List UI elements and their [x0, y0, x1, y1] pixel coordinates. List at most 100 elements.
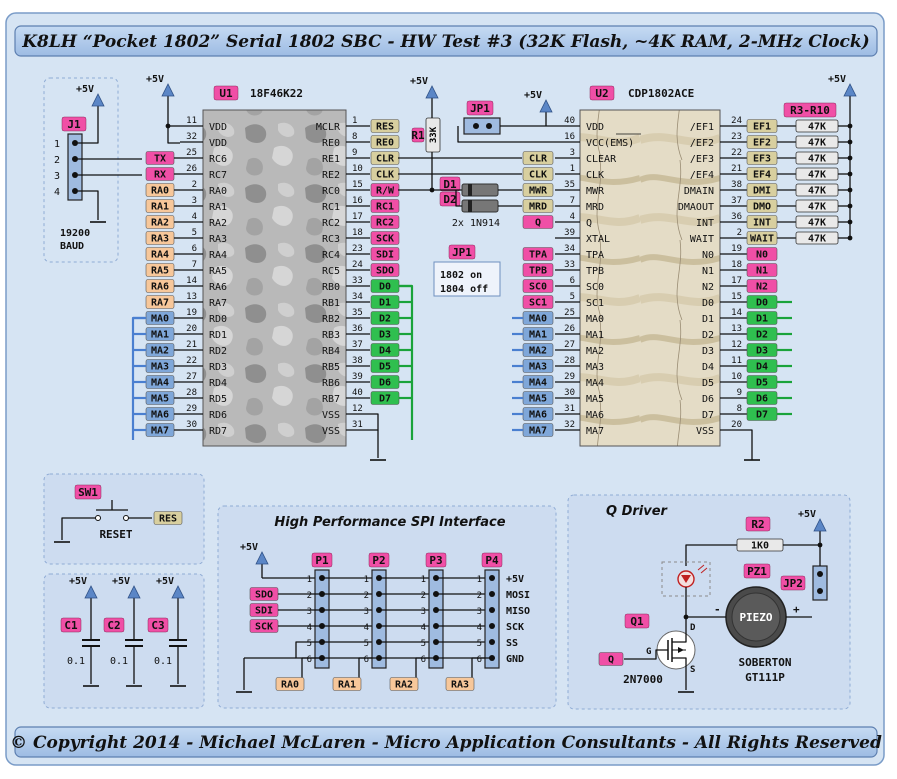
spi-title: High Performance SPI Interface [274, 515, 505, 530]
u1-right-pin-name: RB7 [322, 394, 340, 405]
mosfet-source-label: S [690, 665, 695, 675]
u1-right-pin-name: RE1 [322, 154, 340, 165]
u1-left-pin-number: 2 [192, 180, 197, 190]
u1-left-pin-name: VDD [209, 138, 227, 149]
net-tag-text: EF2 [753, 138, 771, 149]
u1-left-pin-name: RA2 [209, 218, 227, 229]
u1-right-pin-number: 39 [352, 372, 363, 382]
resistor-value: 47K [808, 218, 826, 229]
j1-pin [72, 156, 78, 162]
j1-pin [72, 172, 78, 178]
u1-right-pin-name: RB4 [322, 346, 340, 357]
u2-right-pin-name: WAIT [690, 234, 714, 245]
spi-pin-number: 6 [421, 655, 426, 665]
net-tag-text: D7 [756, 410, 768, 421]
u2-left-pin-number: 40 [564, 116, 575, 126]
u1-right-pin-number: 37 [352, 340, 363, 350]
u2-right-pin-name: D0 [702, 298, 714, 309]
u1-right-pin-name: RC5 [322, 266, 340, 277]
u1-net-ra7: RA7 [145, 295, 175, 309]
d1-band [468, 184, 472, 196]
jp1-pin [486, 123, 492, 129]
d2-wire [455, 190, 462, 207]
u2-right-pin-number: 2 [737, 228, 742, 238]
spi-signal-label: GND [506, 654, 524, 665]
spi-header-ref-p3-box [425, 552, 447, 568]
u1-right-pin-number: 34 [352, 292, 363, 302]
u1-left-pin-number: 5 [192, 228, 197, 238]
u1-left-pin-name: RD2 [209, 346, 227, 357]
spi-pin-number: 3 [364, 607, 369, 617]
u2-net-ma5: MA5 [522, 391, 554, 405]
net-tag-text: EF3 [753, 154, 771, 165]
sw1-contact [95, 515, 101, 521]
net-tag-box [522, 247, 554, 261]
spi-net-sck: SCK [249, 619, 279, 633]
u2-right-pin-number: 36 [731, 212, 742, 222]
u2-net-mrd: MRD [522, 199, 554, 213]
net-tag-text: D3 [379, 330, 391, 341]
spi-cs-ra2: RA2 [389, 677, 419, 691]
spi-pin-number: 1 [364, 575, 369, 585]
u1-right-pin-number: 38 [352, 356, 363, 366]
j1-gnd-wire [78, 190, 99, 220]
power-arrow-icon [539, 99, 553, 113]
spi-pin-number: 2 [364, 591, 369, 601]
sw1-wire-left [61, 517, 96, 540]
u1-net-rc1: RC1 [370, 199, 400, 213]
mosfet-arrow-icon [678, 647, 684, 653]
spi-header-pin [489, 607, 495, 613]
power-arrow-icon [161, 83, 175, 97]
u2-left-pin-name: CLEAR [586, 154, 617, 165]
u2-right-pin-number: 9 [737, 388, 742, 398]
cap-ref-c2-box [103, 617, 125, 633]
u2-net-sc0: SC0 [522, 279, 554, 293]
u2-right-pin-name: D3 [702, 346, 714, 357]
u1-right-pin-number: 15 [352, 180, 363, 190]
net-tag-box [522, 279, 554, 293]
u1-net-ra6: RA6 [145, 279, 175, 293]
net-tag-text: D4 [756, 362, 768, 373]
jp2-ref-box [780, 575, 806, 591]
u2-right-pin-name: D4 [702, 362, 714, 373]
net-tag-text: RES [376, 122, 394, 133]
u2-left-pin-number: 32 [564, 420, 575, 430]
u1-right-pin-number: 36 [352, 324, 363, 334]
u1-net-d2: D2 [370, 311, 400, 325]
u2-right-pin-name: N0 [702, 250, 714, 261]
u2-left-pin-name: MA5 [586, 394, 604, 405]
piezo-label: PIEZO [739, 611, 772, 624]
resistor-pack-power: +5V [828, 74, 857, 110]
u2-left-pin-number: 39 [564, 228, 575, 238]
u1-net-rx: RX [145, 167, 175, 181]
u2-right-pin-name: N1 [702, 266, 714, 277]
u1-right-pin-number: 16 [352, 196, 363, 206]
jp2-ref: JP2 [783, 577, 803, 590]
spi-cs-ra1: RA1 [332, 677, 362, 691]
net-tag-text: RA0 [151, 186, 169, 197]
net-tag-box [370, 231, 400, 245]
net-tag-text: EF4 [753, 170, 771, 181]
spi-pin-number: 5 [421, 639, 426, 649]
u1-right-pin-number: 1 [352, 116, 357, 126]
u2-left-pin-name: MA3 [586, 362, 604, 373]
cap-power-symbol: +5V [156, 576, 185, 612]
u1-left-pin-name: RD1 [209, 330, 227, 341]
spi-pin-number: 4 [477, 623, 482, 633]
u1-net-ma1: MA1 [145, 327, 175, 341]
spi-pin-number: 3 [421, 607, 426, 617]
u2-net-d6: D6 [746, 391, 778, 405]
spi-header-ref-p2-box [368, 552, 390, 568]
u1-vss-wire [370, 413, 379, 431]
spi-pin-number: 1 [421, 575, 426, 585]
net-tag-text: MWR [529, 186, 548, 197]
jp2-pin [817, 588, 823, 594]
u1-net-d0: D0 [370, 279, 400, 293]
u2-right-pin-number: 13 [731, 324, 742, 334]
u2-net-ma1: MA1 [522, 327, 554, 341]
u1-right-pin-name: RC1 [322, 202, 340, 213]
net-tag-text: DMO [753, 202, 771, 213]
u2-right-pin-number: 19 [731, 244, 742, 254]
piezo-maker: SOBERTON [739, 656, 792, 669]
net-tag-text: MA6 [151, 410, 169, 421]
